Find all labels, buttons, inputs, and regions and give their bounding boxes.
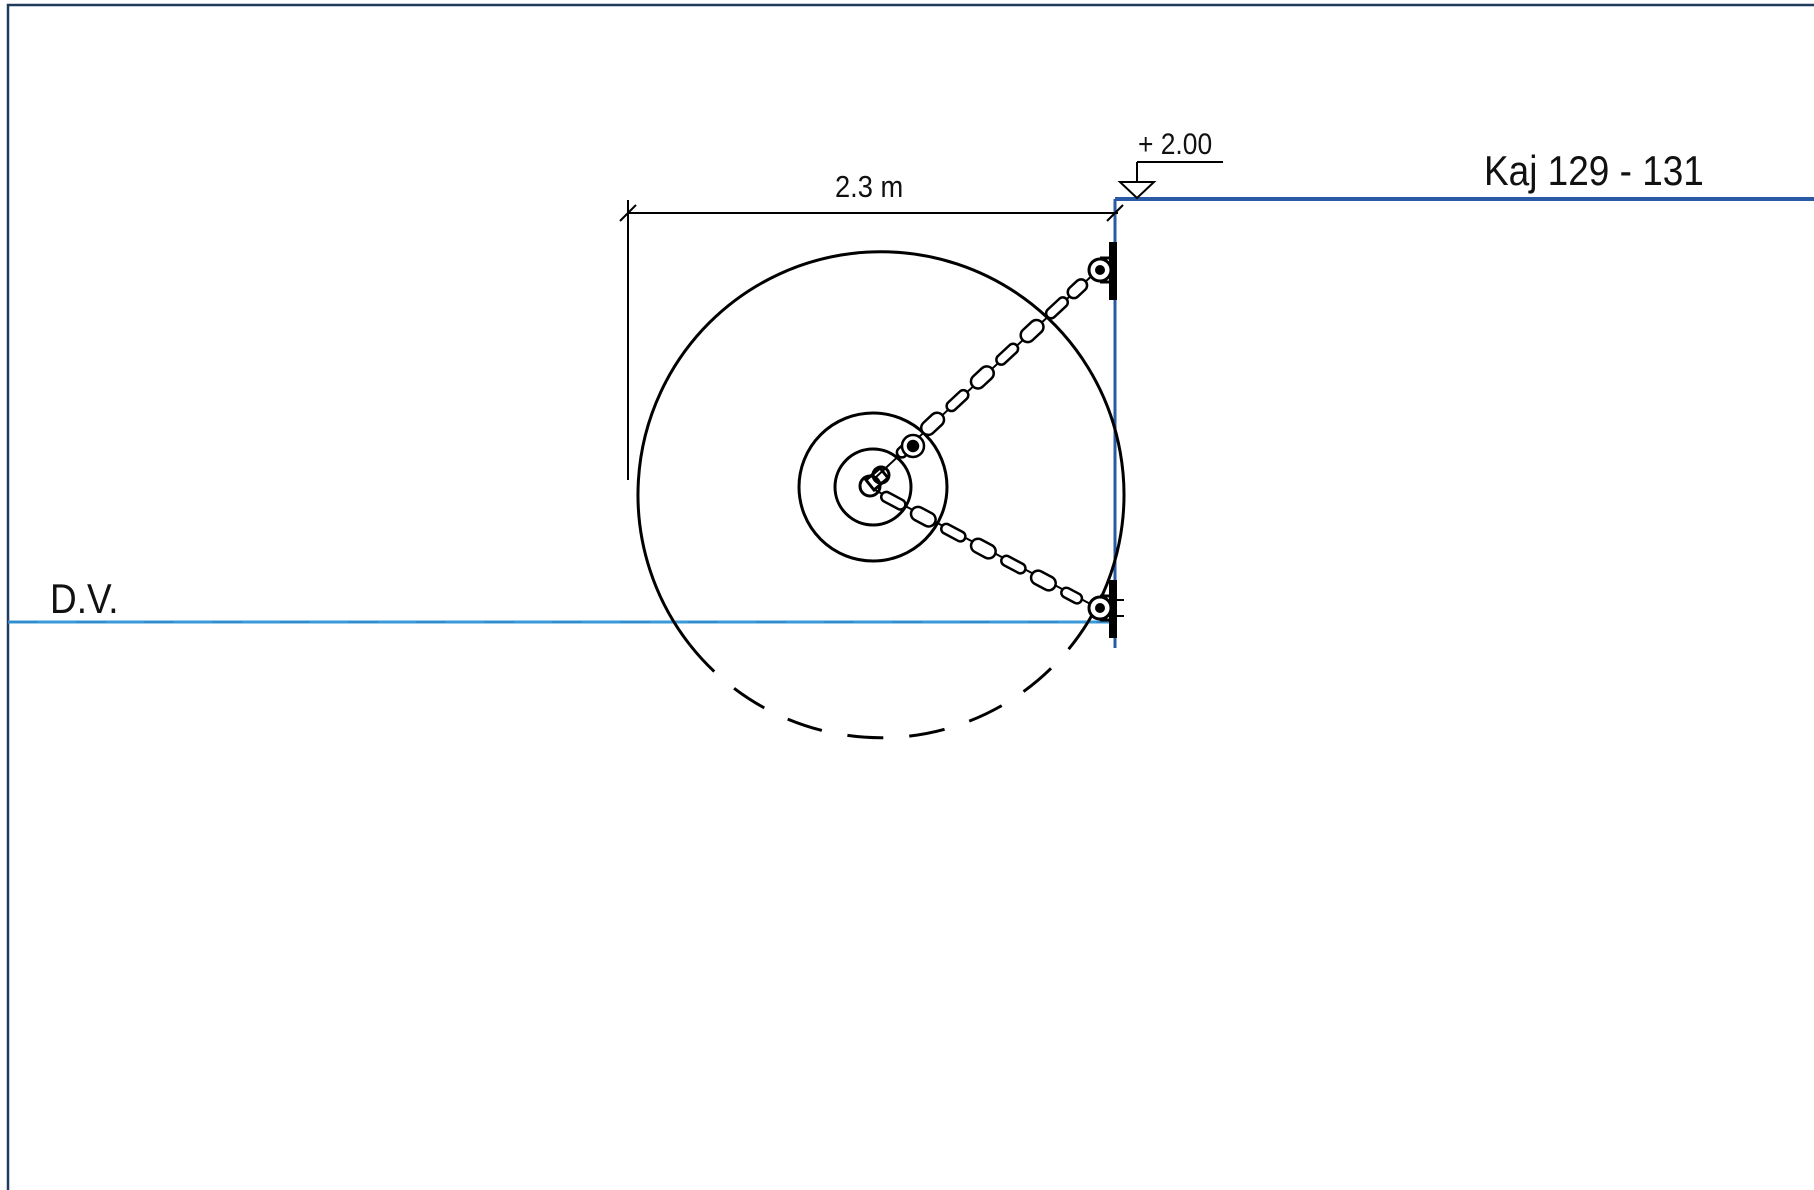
hub-shackle [863, 465, 891, 493]
lower-chain [874, 489, 1099, 609]
fender-outer-circle [636, 250, 1126, 646]
elevation-label: + 2.00 [1138, 128, 1213, 161]
dimension-label: 2.3 m [835, 169, 904, 204]
upper-wall-bracket [1087, 242, 1117, 300]
drawing-frame [6, 3, 1814, 1190]
fender-submerged-arc [688, 621, 1090, 740]
quay-label: Kaj 129 - 131 [1484, 147, 1704, 194]
elevation-marker [1117, 161, 1223, 200]
fender-inner-circle [797, 411, 949, 563]
water-level-label: D.V. [50, 575, 119, 622]
lower-wall-bracket [1087, 580, 1124, 638]
fender-hub-circle [833, 447, 913, 527]
upper-chain [874, 269, 1099, 479]
dimension-line [619, 200, 1124, 480]
